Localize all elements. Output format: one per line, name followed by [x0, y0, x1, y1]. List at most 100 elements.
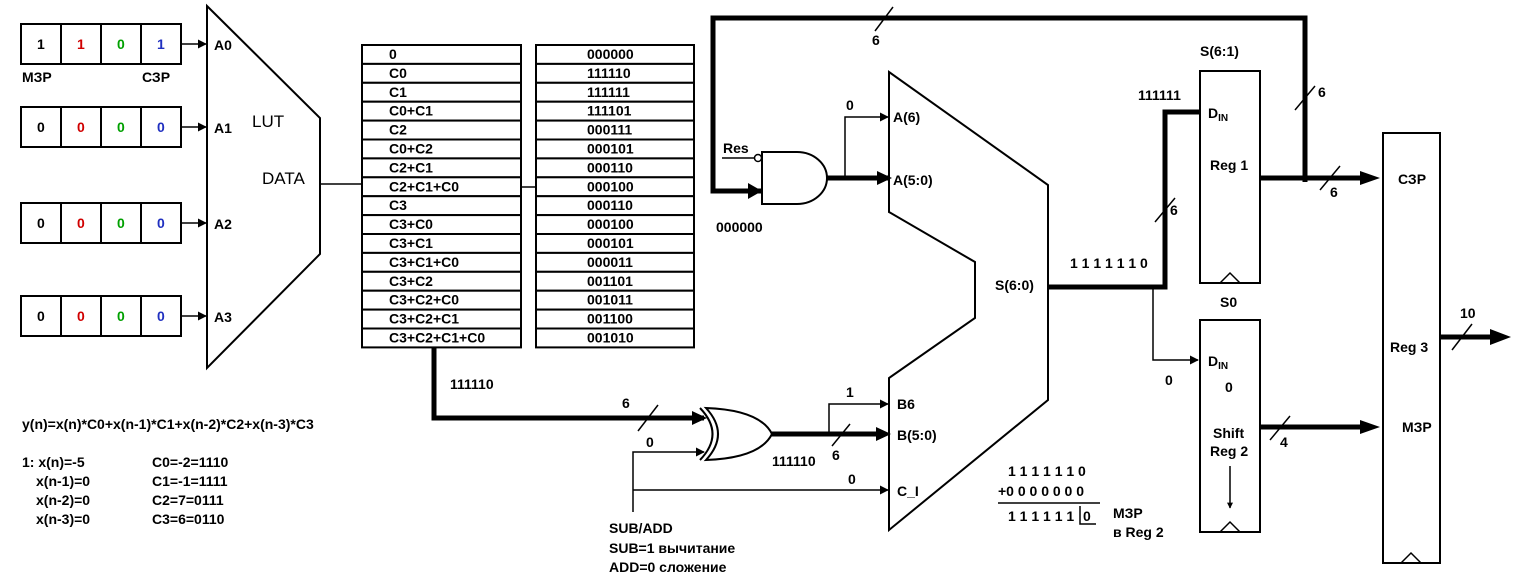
reg1-din-value: 111111	[1138, 87, 1181, 103]
sum-result-last: 0	[1083, 508, 1091, 524]
table-value: 000100	[587, 178, 634, 194]
input-cell	[60, 23, 102, 65]
feedback-slash	[1294, 85, 1316, 111]
bus-slash-top	[874, 6, 894, 32]
b6-wire	[828, 399, 889, 434]
input-cell	[100, 23, 142, 65]
reg2-out-width: 4	[1280, 434, 1288, 450]
input-cell	[60, 295, 102, 337]
reg2-din: DIN	[1208, 353, 1228, 372]
b6-value: 1	[846, 384, 854, 400]
sum-output-label: S(6:0)	[995, 277, 1034, 293]
table-value: 001010	[587, 330, 634, 346]
table-name: C3+C2+C1+C0	[389, 330, 485, 346]
table-row	[361, 327, 522, 349]
a50-label: A(5:0)	[893, 172, 933, 188]
step-line-1: x(n-1)=0	[36, 473, 90, 489]
table-name: C3+C1+C0	[389, 254, 459, 270]
table-row	[361, 81, 522, 103]
table-value: 000011	[587, 254, 633, 270]
step-line-2: x(n-2)=0	[36, 492, 90, 508]
table-value: 001100	[587, 311, 633, 327]
table-name: C2+C1+C0	[389, 178, 459, 194]
lut-to-xor-bus	[431, 348, 704, 421]
table-row	[361, 157, 522, 179]
input-port-label: A2	[214, 216, 232, 232]
input-bit: 1	[77, 36, 85, 52]
reg1	[1199, 70, 1261, 284]
res-label: Res	[723, 140, 749, 156]
lut-title: LUT	[252, 112, 284, 131]
reg1-out-slash	[1319, 165, 1341, 191]
b-bus-slash	[831, 423, 851, 447]
sum-bus-slash	[1154, 197, 1176, 223]
coeff-2: C2=7=0111	[152, 492, 224, 508]
formula: y(n)=x(n)*C0+x(n-1)*C1+x(n-2)*C2+x(n-3)*…	[22, 416, 314, 432]
input-bit: 0	[157, 308, 165, 324]
table-name: C3+C2+C0	[389, 292, 459, 308]
reg3-csr: СЗР	[1398, 171, 1426, 187]
coeff-0: C0=-2=1110	[152, 454, 229, 470]
table-value: 111101	[587, 103, 632, 119]
xor-zero: 0	[646, 434, 654, 450]
reg1-clock-icon	[1219, 271, 1241, 284]
reg1-din: DIN	[1208, 105, 1228, 124]
table-value: 000110	[587, 197, 633, 213]
input-bit: 0	[157, 119, 165, 135]
input-cell	[100, 295, 142, 337]
table-row	[361, 195, 522, 217]
b6-label: B6	[897, 396, 915, 412]
table-name: C0+C1	[389, 103, 433, 119]
table-row	[361, 138, 522, 160]
s0-input-value: 0	[1165, 372, 1173, 388]
table-value: 111111	[587, 84, 630, 100]
table-row	[361, 270, 522, 292]
reg2-out-slash	[1269, 415, 1291, 441]
table-value: 111110	[587, 65, 631, 81]
input-port-label: A1	[214, 120, 232, 136]
sub-desc: SUB=1 вычитание	[609, 540, 735, 556]
input-bit: 0	[117, 215, 125, 231]
table-row	[361, 214, 522, 236]
reg1-in-width: 6	[1170, 202, 1178, 218]
table-row	[535, 327, 695, 349]
reset-inverter	[753, 153, 763, 163]
xor-bus-slash	[637, 404, 659, 432]
input-bit: 0	[77, 308, 85, 324]
feedback-width: 6	[1318, 84, 1326, 100]
table-name: C3+C1	[389, 235, 433, 251]
table-value: 001011	[587, 292, 633, 308]
shift-label: Shift	[1213, 425, 1244, 441]
table-name: C2	[389, 122, 407, 138]
reg3-clock-icon	[1400, 551, 1422, 564]
reg1-out-width: 6	[1330, 184, 1338, 200]
xor-input-value: 111110	[450, 376, 494, 392]
add-desc: ADD=0 сложение	[609, 559, 727, 575]
msb-label: МЗР	[22, 69, 52, 85]
bus-width-top: 6	[872, 32, 880, 48]
reg1-title: S(6:1)	[1200, 43, 1239, 59]
table-value: 000101	[587, 235, 634, 251]
a6-zero: 0	[846, 97, 854, 113]
table-row	[361, 62, 522, 84]
input-cell	[140, 202, 182, 244]
input-bit: 0	[157, 215, 165, 231]
input-bit: 1	[157, 36, 165, 52]
reg2-title: S0	[1220, 294, 1237, 310]
input-bit: 0	[117, 119, 125, 135]
and-output-value: 000000	[716, 219, 763, 235]
table-value: 000100	[587, 216, 634, 232]
input-cell	[140, 295, 182, 337]
input-bit: 0	[37, 308, 45, 324]
reg3-label: Reg 3	[1390, 339, 1428, 355]
table-value: 000000	[587, 46, 634, 62]
table-name: C0+C2	[389, 141, 433, 157]
a6-label: A(6)	[893, 109, 920, 125]
table-value: 000110	[587, 159, 633, 175]
input-cell	[20, 202, 62, 244]
sum-result: 1 1 1 1 1 1	[1008, 508, 1074, 524]
lut-data-label: DATA	[262, 169, 305, 188]
sum-note-2: в Reg 2	[1113, 524, 1164, 540]
